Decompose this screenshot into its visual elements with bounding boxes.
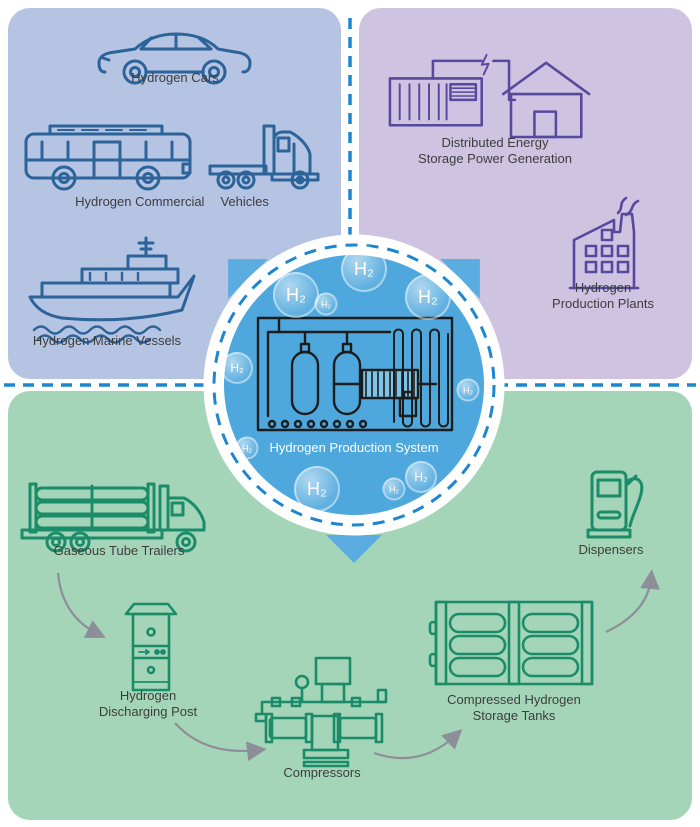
compressors-icon — [254, 656, 388, 768]
compressed-hydrogen-storage-tanks-icon — [428, 600, 594, 686]
hydrogen-car-icon — [97, 32, 252, 85]
hydrogen-production-system-label: Hydrogen Production System — [269, 440, 439, 455]
hydrogen-production-plant-icon — [568, 196, 640, 290]
hydrogen-production-plants-label-line1: Hydrogen — [574, 280, 632, 295]
h2-bubble: H₂ — [221, 352, 253, 384]
hydrogen-truck-icon — [208, 124, 320, 190]
compressed-hydrogen-storage-tanks-label: Compressed Hydrogen Storage Tanks — [447, 692, 581, 724]
gaseous-tube-trailer-icon — [20, 482, 206, 553]
hydrogen-discharging-post-icon — [124, 602, 178, 692]
compressed-hydrogen-storage-tanks-label-line2: Storage Tanks — [472, 708, 556, 723]
h2-bubble: H₂ — [456, 378, 480, 402]
hydrogen-discharging-post-label-line1: Hydrogen — [119, 688, 177, 703]
hydrogen-commercial-vehicles-label: Hydrogen Commercial Vehicles — [75, 194, 269, 210]
dispensers-label: Dispensers — [578, 542, 644, 557]
hydrogen-discharging-post-label-line2: Discharging Post — [98, 704, 198, 719]
distributed-energy-label: Distributed Energy Storage Power Generat… — [418, 135, 572, 167]
energy-storage-container-house-icon — [388, 54, 591, 139]
h2-bubble: H₂ — [314, 292, 338, 316]
compressed-hydrogen-storage-tanks-label-line1: Compressed Hydrogen — [447, 692, 581, 707]
hydrogen-marine-vessels-label: Hydrogen Marine Vessels — [32, 333, 182, 348]
hydrogen-production-plants-label-line2: Production Plants — [552, 296, 654, 311]
hydrogen-discharging-post-label: Hydrogen Discharging Post — [99, 688, 197, 720]
hydrogen-commercial-vehicles-label-part2: Vehicles — [220, 194, 269, 209]
hydrogen-bus-icon — [24, 124, 192, 191]
h2-bubble: H₂ — [273, 272, 319, 318]
hydrogen-ship-icon — [28, 236, 196, 344]
h2-bubble: H₂ — [405, 274, 451, 320]
hydrogen-production-plants-label: Hydrogen Production Plants — [552, 280, 654, 312]
h2-bubble: H₂ — [405, 461, 437, 493]
hydrogen-commercial-vehicles-label-part1: Hydrogen Commercial — [75, 194, 205, 209]
dispenser-icon — [586, 470, 644, 539]
h2-bubble: H₂ — [235, 436, 259, 460]
compressors-label: Compressors — [283, 765, 361, 780]
distributed-energy-label-line2: Storage Power Generation — [418, 151, 572, 166]
h2-bubble: H₂ — [341, 246, 387, 292]
hydrogen-cars-label: Hydrogen Cars — [131, 70, 219, 85]
h2-bubble: H₂ — [382, 477, 406, 501]
gaseous-tube-trailers-label: Gaseous Tube Trailers — [53, 543, 185, 558]
h2-bubble: H₂ — [294, 466, 340, 512]
distributed-energy-label-line1: Distributed Energy — [441, 135, 549, 150]
